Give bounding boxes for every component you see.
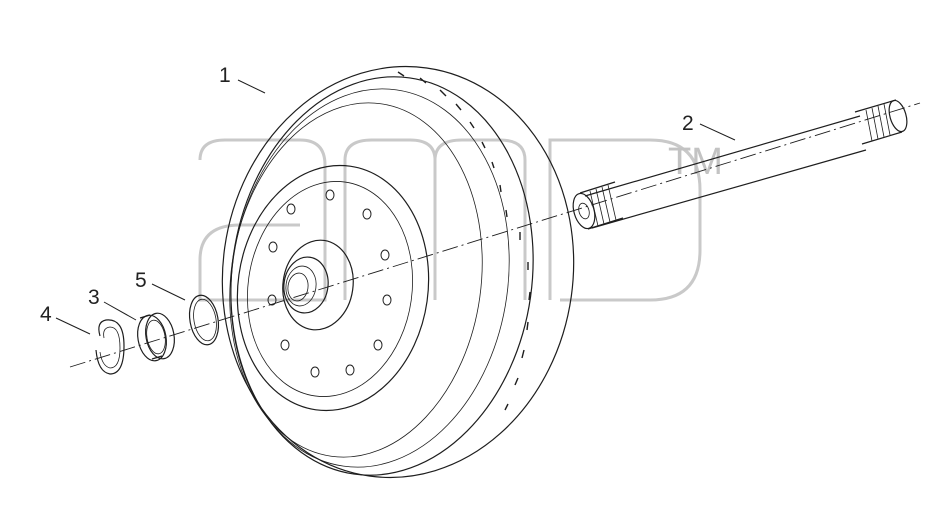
part-4-snap-ring [95, 319, 125, 375]
leader-lines [55, 79, 736, 335]
center-axis-line [69, 102, 921, 368]
part-3-seal-ring [137, 312, 175, 362]
watermark-logo: TM [198, 138, 723, 302]
part-5-o-ring [188, 294, 220, 346]
callout-1: 1 [219, 64, 231, 87]
rim-slots [397, 71, 531, 411]
part-2-splined-shaft [572, 99, 908, 230]
callout-5: 5 [135, 269, 147, 292]
trademark-text: TM [668, 141, 723, 183]
callout-4: 4 [40, 303, 52, 326]
callout-3: 3 [88, 286, 100, 309]
callout-2: 2 [682, 112, 694, 135]
bolt-holes [267, 189, 392, 378]
part-1-torque-converter [221, 65, 575, 479]
